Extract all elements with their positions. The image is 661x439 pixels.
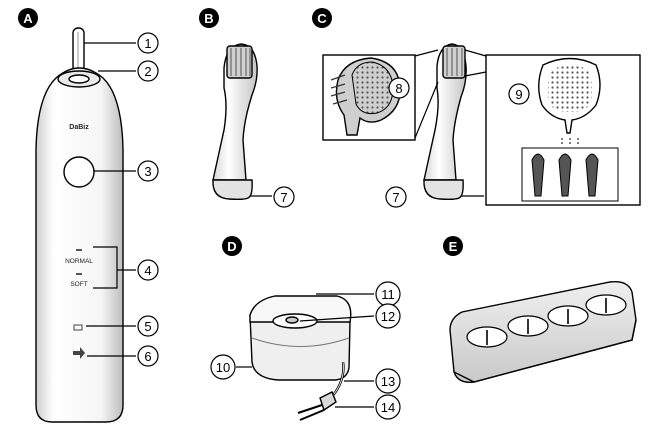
multi-dock — [449, 281, 637, 383]
svg-text:11: 11 — [381, 287, 395, 302]
panel-label-b: B — [204, 11, 213, 26]
panel-badge-a: A — [18, 8, 38, 28]
callout-8: 8 — [388, 77, 410, 99]
leader-lines-d — [236, 293, 375, 408]
battery-icon — [73, 324, 83, 331]
callout-2: 2 — [137, 60, 159, 82]
callout-7-b: 7 — [273, 186, 295, 208]
svg-text:7: 7 — [392, 190, 399, 205]
svg-text:9: 9 — [515, 87, 522, 102]
svg-text:4: 4 — [144, 263, 151, 278]
panel-badge-d: D — [222, 236, 242, 256]
brand-logo: DaBiz — [69, 124, 89, 131]
brush-head-c — [423, 43, 467, 201]
mode-soft-label: SOFT — [70, 281, 87, 288]
charger — [249, 295, 352, 421]
callout-4: 4 — [137, 259, 159, 281]
mode-normal-label: NORMAL — [65, 258, 93, 265]
callout-3: 3 — [137, 160, 159, 182]
callout-13: 13 — [375, 368, 401, 394]
svg-text:6: 6 — [144, 349, 151, 364]
toothbrush-handle: DaBiz NORMAL SOFT — [35, 27, 124, 423]
callout-14: 14 — [375, 394, 401, 420]
svg-text:10: 10 — [216, 360, 230, 375]
callout-11: 11 — [375, 281, 401, 307]
callout-10: 10 — [210, 354, 236, 380]
detail-box-bristles — [464, 49, 641, 206]
svg-text:7: 7 — [280, 190, 287, 205]
panel-label-e: E — [449, 239, 458, 254]
svg-text:14: 14 — [381, 400, 395, 415]
panel-badge-e: E — [443, 236, 463, 256]
callout-6: 6 — [137, 345, 159, 367]
charging-icon — [73, 347, 85, 359]
brush-head-b — [212, 43, 258, 201]
detail-box-cover — [322, 49, 439, 141]
svg-text:12: 12 — [381, 309, 395, 324]
svg-text:1: 1 — [144, 36, 151, 51]
leader-lines-a — [84, 42, 136, 357]
callout-9: 9 — [508, 83, 530, 105]
callout-1: 1 — [137, 32, 159, 54]
svg-text:13: 13 — [381, 374, 395, 389]
panel-badge-c: C — [312, 8, 332, 28]
callout-5: 5 — [137, 315, 159, 337]
panel-label-c: C — [317, 11, 327, 26]
panel-badge-b: B — [199, 8, 219, 28]
svg-text:8: 8 — [395, 81, 402, 96]
svg-text:5: 5 — [144, 319, 151, 334]
callouts: 1 2 3 4 5 6 7 7 8 9 10 11 12 13 14 — [137, 32, 530, 420]
panel-label-d: D — [227, 239, 236, 254]
panel-label-a: A — [23, 11, 33, 26]
svg-text:2: 2 — [144, 64, 151, 79]
svg-text:3: 3 — [144, 164, 151, 179]
callout-7-c: 7 — [385, 186, 407, 208]
callout-12: 12 — [375, 303, 401, 329]
power-button — [63, 156, 95, 188]
